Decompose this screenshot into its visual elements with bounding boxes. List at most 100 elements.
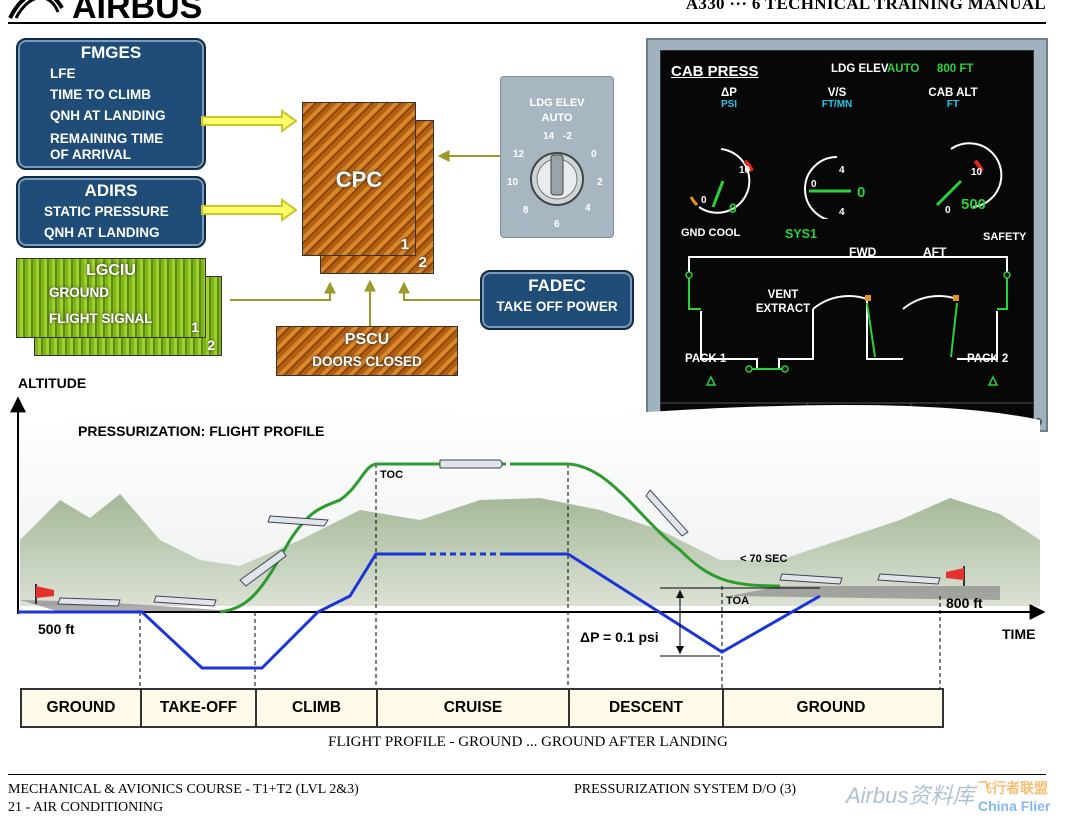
knob-mode: AUTO	[541, 112, 573, 124]
profile-title: PRESSURIZATION: FLIGHT PROFILE	[78, 423, 324, 439]
knob-tick: -2	[563, 131, 572, 142]
safety-label: SAFETY	[983, 231, 1027, 243]
logo-text: AIRBUS	[72, 0, 202, 24]
lt70-label: < 70 SEC	[740, 553, 787, 565]
vs-unit: FT/MN	[821, 99, 853, 110]
fmges-line: OF ARRIVAL	[50, 147, 131, 162]
knob-tick: 4	[585, 203, 591, 214]
fadec-title: FADEC	[528, 276, 586, 295]
adirs-box: ADIRS STATIC PRESSURE QNH AT LANDING	[16, 176, 206, 248]
vs-bottom: 4	[839, 207, 845, 218]
ldg-elev-value: 800 FT	[937, 63, 974, 75]
knob-tick: 14	[543, 131, 555, 142]
knob-tick: 10	[507, 177, 519, 188]
lgciu-board-1: LGCIU GROUND FLIGHT SIGNAL 1	[16, 258, 206, 338]
knob-tick: 12	[513, 149, 525, 160]
fadec-line: TAKE OFF POWER	[496, 299, 618, 314]
ldg-elev-label: LDG ELEV	[831, 63, 889, 75]
lgciu-num-2: 2	[207, 337, 215, 353]
pscu-title: PSCU	[344, 331, 390, 348]
fmges-line: LFE	[50, 66, 76, 81]
fmges-line: TIME TO CLIMB	[50, 87, 151, 102]
vs-label: V/S	[827, 87, 847, 99]
toc-label: TOC	[380, 469, 403, 481]
dp-min: 0	[701, 195, 707, 206]
pscu-board: PSCU DOORS CLOSED	[276, 326, 458, 376]
ldg-elev-knob-panel: LDG ELEV AUTO 14 -2 0 2 4 6 8 10 12	[500, 76, 614, 238]
ft800-label: 800 ft	[946, 595, 983, 611]
knob-tick: 6	[554, 219, 560, 230]
dp-label: ΔP	[721, 87, 737, 99]
dp-unit: PSI	[720, 99, 738, 110]
flight-phase-bar: GROUND TAKE-OFF CLIMB CRUISE DESCENT GRO…	[20, 688, 944, 728]
watermark-text: China Flier	[978, 798, 1051, 814]
phase-cruise: CRUISE	[378, 690, 570, 726]
time-axis-label: TIME	[1002, 626, 1036, 642]
vs-zero: 0	[811, 179, 817, 190]
delta-p-label: ΔP = 0.1 psi	[580, 629, 659, 645]
sys-label: SYS1	[785, 227, 817, 241]
cab-alt-label: CAB ALT	[928, 87, 978, 99]
altitude-axis-label: ALTITUDE	[18, 375, 87, 391]
aft-label: AFT	[923, 245, 947, 259]
signal-arrows	[201, 109, 500, 326]
footer-section: PRESSURIZATION SYSTEM D/O (3)	[574, 782, 797, 797]
fmges-box: FMGES LFE TIME TO CLIMB QNH AT LANDING R…	[16, 38, 206, 170]
windsock-icon	[946, 566, 965, 586]
watermark: Airbus资料库 飞行者联盟 China Flier	[840, 776, 1070, 830]
footer-divider	[8, 774, 1046, 775]
fmges-title: FMGES	[80, 43, 142, 62]
header-divider	[8, 22, 1046, 24]
figure-caption: FLIGHT PROFILE - GROUND ... GROUND AFTER…	[328, 734, 728, 750]
dp-max: 10	[739, 165, 751, 176]
vent-label: VENT	[767, 289, 799, 301]
ecam-panel: CAB PRESS LDG ELEV AUTO 800 FT ΔP PSI V/…	[646, 38, 1048, 432]
watermark-text: 飞行者联盟	[978, 780, 1048, 796]
adirs-line: STATIC PRESSURE	[44, 204, 169, 219]
ecam-airflow-diagram	[661, 256, 1033, 419]
flight-profile-diagram: PRESSURIZATION: FLIGHT PROFILE	[10, 396, 1046, 688]
cpc-num-2: 2	[418, 254, 427, 271]
footer-chapter: 21 - AIR CONDITIONING	[8, 800, 164, 815]
cab-alt-unit: FT	[946, 99, 960, 110]
vs-top: 4	[839, 165, 845, 176]
phase-ground: GROUND	[22, 690, 142, 726]
cab-press-screen: CAB PRESS LDG ELEV AUTO 800 FT ΔP PSI V/…	[660, 50, 1034, 420]
vs-value: 0	[857, 184, 865, 201]
watermark-text: Airbus资料库	[846, 783, 975, 808]
footer-course: MECHANICAL & AVIONICS COURSE - T1+T2 (LV…	[8, 782, 359, 797]
cab-alt-min: 0	[945, 205, 951, 216]
pscu-line: DOORS CLOSED	[312, 354, 422, 369]
adirs-line: QNH AT LANDING	[44, 225, 160, 240]
ecam-gauges: 10 0 0 4 4 0 0 10 0 500	[689, 142, 1003, 219]
toa-label: TOA	[726, 595, 749, 607]
knob-tick: 2	[597, 177, 603, 188]
phase-ground-after: GROUND	[796, 699, 866, 716]
fmges-line: REMAINING TIME	[50, 131, 164, 146]
lgciu-title: LGCIU	[86, 262, 136, 279]
knob-tick: 8	[523, 205, 529, 216]
ldg-elev-mode: AUTO	[887, 63, 920, 75]
cab-alt-value: 500	[961, 196, 986, 213]
ldg-elev-knob[interactable]: 14 -2 0 2 4 6 8 10 12	[501, 123, 613, 233]
extract-label: EXTRACT	[755, 303, 811, 315]
gnd-cool-label: GND COOL	[681, 227, 741, 239]
knob-title: LDG ELEV	[529, 97, 585, 109]
cpc-num-1: 1	[400, 236, 409, 253]
lgciu-line: FLIGHT SIGNAL	[49, 311, 153, 326]
fmges-line: QNH AT LANDING	[50, 108, 166, 123]
adirs-title: ADIRS	[84, 181, 138, 200]
knob-tick: 0	[591, 149, 597, 160]
phase-descent: DESCENT	[570, 690, 724, 726]
dp-value: 0	[729, 200, 737, 216]
manual-title: A330 ··· 6 TECHNICAL TRAINING MANUAL	[685, 0, 1046, 13]
phase-climb: CLIMB	[257, 690, 378, 726]
ft500-label: 500 ft	[38, 621, 75, 637]
fwd-label: FWD	[849, 245, 877, 259]
fadec-box: FADEC TAKE OFF POWER	[480, 270, 634, 330]
airbus-logo: AIRBUS	[6, 0, 236, 29]
windsock-icon	[35, 584, 54, 604]
cpc-title: CPC	[335, 167, 383, 192]
cpc-board-1: CPC 1	[302, 102, 416, 256]
phase-takeoff: TAKE-OFF	[142, 690, 257, 726]
